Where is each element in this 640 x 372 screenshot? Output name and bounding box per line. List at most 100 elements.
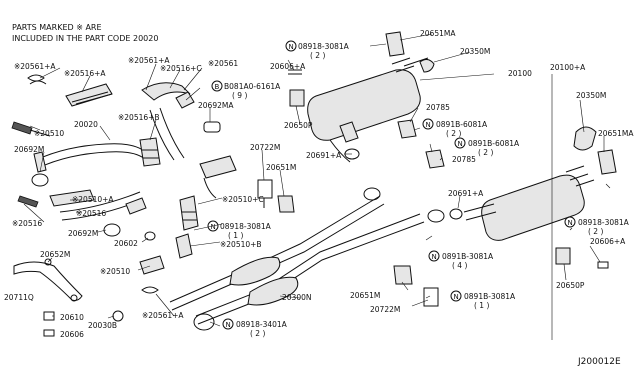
callout: 20602 — [114, 239, 138, 248]
callout: 0891B-3081A — [442, 252, 494, 261]
callout: 20650P — [284, 121, 313, 130]
center-pipe-20300n — [169, 187, 445, 331]
callout: ( 2 ) — [446, 129, 461, 138]
callout: 20350M — [460, 47, 490, 56]
callout: ( 2 ) — [310, 51, 325, 60]
pipe-20602 — [144, 231, 156, 241]
callout: ( 1 ) — [474, 301, 489, 310]
callout: 20606+A — [590, 237, 626, 246]
hanger-20651ma-top — [385, 31, 405, 57]
flange-20692m-left — [31, 173, 49, 187]
bolt-20606a-right — [597, 261, 609, 269]
clamp-20030b — [112, 310, 124, 322]
note-line-2: INCLUDED IN THE PART CODE 20020 — [12, 34, 158, 43]
hanger-20722m-low — [423, 287, 439, 307]
callout: 20651M — [266, 163, 296, 172]
rubber-20650p-right — [555, 247, 571, 265]
flex-pipe-20510a — [17, 189, 95, 208]
hanger-20785-b — [425, 149, 445, 169]
nut-20606-left — [43, 329, 55, 337]
rubber-20650p-top — [289, 89, 305, 107]
callout: ( 9 ) — [232, 91, 247, 100]
callout: 20722M — [370, 305, 400, 314]
clamp-20561a — [27, 74, 47, 85]
callout: 0891B-6081A — [468, 139, 520, 148]
callout: 08918-3401A — [236, 320, 288, 329]
callout: 20652M — [40, 250, 70, 259]
gasket-20691a-right — [449, 208, 463, 220]
hanger-20785-a — [397, 119, 417, 139]
flange-20692m-low — [103, 223, 121, 237]
callout: 20692MA — [198, 101, 234, 110]
flex-pipe-20510-low — [139, 255, 165, 275]
callout: ( 2 ) — [478, 148, 493, 157]
tip-20350m-right — [573, 126, 597, 151]
callout: ※20516+C — [160, 64, 202, 73]
callout: ※20510 — [100, 267, 130, 276]
pipe-segment-20510 — [11, 121, 51, 137]
callout: ※20561+A — [14, 62, 56, 71]
callout: 20691+A — [448, 189, 484, 198]
front-tube-20020 — [33, 143, 149, 173]
gasket-20692ma — [203, 121, 221, 133]
mark-n-icon: N — [226, 321, 231, 329]
callout: 20651MA — [420, 29, 456, 38]
circle-markers: B N N N N N N N N — [207, 40, 576, 330]
callout: 20650P — [556, 281, 585, 290]
callout: 20606+A — [270, 62, 306, 71]
flex-pipe-20510b — [175, 233, 193, 259]
mark-b-icon: B — [215, 83, 220, 91]
callout: 20030B — [88, 321, 117, 330]
mark-n-icon: N — [568, 219, 573, 227]
callout: 20610 — [60, 313, 84, 322]
callout: 20651M — [350, 291, 380, 300]
hanger-20651ma-right — [597, 149, 617, 175]
callout: ※20510 — [34, 129, 64, 138]
callout: ※20510+C — [222, 195, 264, 204]
mark-n-icon: N — [454, 293, 459, 301]
callout: 20020 — [74, 120, 98, 129]
leader-lines — [23, 33, 611, 340]
mark-n-icon: N — [426, 121, 431, 129]
callout: 08918-3081A — [578, 218, 630, 227]
bolt-20606a-top — [288, 69, 302, 75]
callout: 0891B-3081A — [464, 292, 516, 301]
note-line-1: PARTS MARKED ※ ARE — [12, 23, 102, 32]
callout: ※20516 — [76, 209, 106, 218]
hanger-20651m-top — [277, 195, 295, 213]
cat-converter-right — [199, 155, 237, 199]
mark-n-icon: N — [211, 223, 216, 231]
cat-converter-20516b — [139, 137, 161, 167]
callout: 20691+A — [306, 151, 342, 160]
diagram-code: J200012E — [577, 357, 621, 367]
callout: ( 4 ) — [452, 261, 467, 270]
bolt-20610 — [43, 311, 55, 321]
muffler-20100a — [463, 165, 595, 241]
y-pipe-upper — [141, 82, 195, 161]
mark-n-icon: N — [458, 140, 463, 148]
flex-pipe-20510c — [179, 195, 199, 231]
callout: 20692M — [14, 145, 44, 154]
callout: 20692M — [68, 229, 98, 238]
callout: ※20561 — [208, 59, 238, 68]
callout: 20606 — [60, 330, 84, 339]
callout: ※20561+A — [142, 311, 184, 320]
callout: 08918-3081A — [298, 42, 350, 51]
callout: 20785 — [452, 155, 476, 164]
hanger-20651m-low — [393, 265, 413, 285]
callout: B081A0-6161A — [224, 82, 281, 91]
callout: 20722M — [250, 143, 280, 152]
callout-labels: ※20561+A ※20516+A ※20561+A ※20516+C ※205… — [4, 29, 634, 339]
muffler-20100 — [307, 57, 435, 163]
callout: 20100+A — [550, 63, 586, 72]
callout: ※20561+A — [128, 56, 170, 65]
callout: 20350M — [576, 91, 606, 100]
callout: 20100 — [508, 69, 532, 78]
mark-n-icon: N — [432, 253, 437, 261]
callout: ※20510+B — [220, 240, 262, 249]
callout: 0891B-6081A — [436, 120, 488, 129]
callout: ※20516+A — [64, 69, 106, 78]
clamp-20561a-low — [141, 286, 159, 294]
flex-pipe-20516a — [65, 83, 113, 107]
